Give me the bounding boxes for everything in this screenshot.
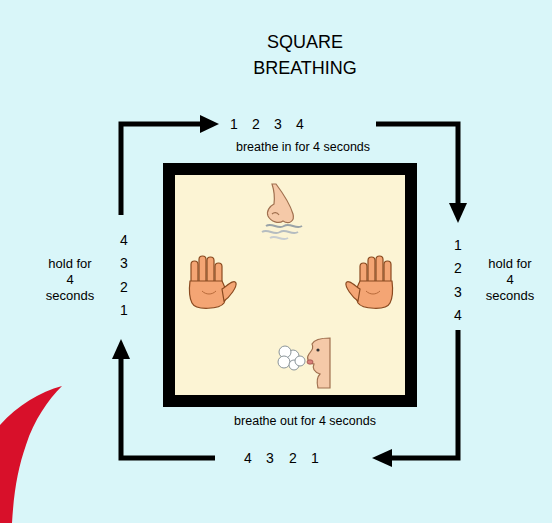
count-number: 1 bbox=[230, 116, 238, 133]
title: SQUARE BREATHING bbox=[246, 29, 364, 81]
count-number: 2 bbox=[120, 279, 128, 296]
cycle-arrows bbox=[121, 124, 458, 458]
count-number: 3 bbox=[266, 450, 274, 467]
hold-label: hold for 4 seconds bbox=[485, 256, 536, 304]
count-number: 2 bbox=[252, 116, 260, 133]
count-number: 4 bbox=[296, 116, 304, 133]
exhale-face-icon bbox=[278, 338, 330, 388]
red-swoosh bbox=[0, 386, 62, 523]
count-number: 4 bbox=[120, 232, 128, 249]
count-number: 3 bbox=[274, 116, 282, 133]
inner-square bbox=[169, 169, 411, 401]
count-number: 4 bbox=[454, 307, 462, 324]
count-number: 4 bbox=[244, 450, 252, 467]
count-number: 2 bbox=[454, 260, 462, 277]
nose-icon bbox=[262, 184, 302, 239]
left-hand-icon bbox=[189, 256, 236, 308]
count-number: 1 bbox=[454, 237, 462, 254]
count-number: 3 bbox=[120, 255, 128, 272]
count-number: 3 bbox=[454, 284, 462, 301]
right-hand-icon bbox=[346, 256, 393, 308]
step-label: breathe out for 4 seconds bbox=[234, 414, 376, 429]
hold-label: hold for 4 seconds bbox=[45, 256, 96, 304]
step-label: breathe in for 4 seconds bbox=[236, 140, 370, 155]
count-number: 1 bbox=[311, 450, 319, 467]
count-number: 1 bbox=[120, 302, 128, 319]
count-number: 2 bbox=[289, 450, 297, 467]
arrow-heads bbox=[112, 115, 467, 467]
